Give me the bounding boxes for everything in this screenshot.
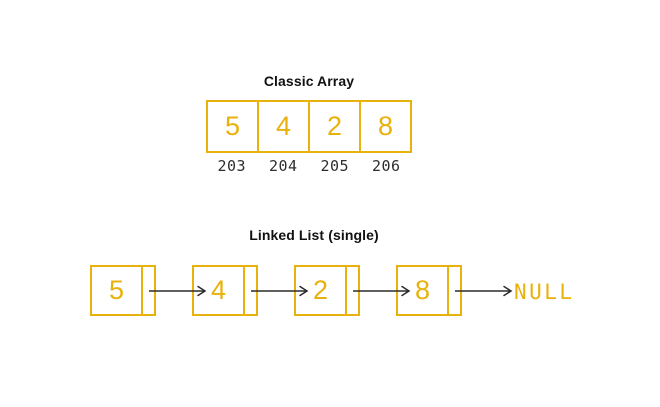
null-terminator: NULL — [514, 280, 575, 304]
array-cell-address: 203 — [217, 157, 247, 175]
array-cell: 4 — [259, 102, 310, 151]
array-cell-address: 204 — [268, 157, 298, 175]
list-section-title: Linked List (single) — [249, 227, 379, 243]
list-node: 5 — [90, 265, 156, 316]
array-cell-value: 2 — [326, 111, 343, 141]
list-node-pointer-cell — [141, 267, 154, 314]
array-cell: 2 — [310, 102, 361, 151]
next-pointer-arrow — [149, 285, 207, 297]
list-node-pointer-cell — [447, 267, 460, 314]
list-node-value: 4 — [210, 275, 227, 305]
array-cell: 5 — [208, 102, 259, 151]
list-node-value: 5 — [108, 275, 125, 305]
array-cell-address: 205 — [320, 157, 350, 175]
list-node-pointer-cell — [345, 267, 358, 314]
null-pointer-arrow — [455, 285, 513, 297]
classic-array: 5 4 2 8 — [206, 100, 412, 153]
array-section-title: Classic Array — [263, 73, 355, 89]
next-pointer-arrow — [353, 285, 411, 297]
array-cell-value: 5 — [224, 111, 241, 141]
list-node-value: 2 — [312, 275, 329, 305]
list-node-pointer-cell — [243, 267, 256, 314]
array-cell-address: 206 — [371, 157, 401, 175]
array-cell: 8 — [361, 102, 410, 151]
array-address-row: 203 204 205 206 — [206, 157, 412, 175]
next-pointer-arrow — [251, 285, 309, 297]
array-cell-value: 4 — [275, 111, 292, 141]
list-node-value: 8 — [414, 275, 431, 305]
array-cell-value: 8 — [377, 111, 394, 141]
